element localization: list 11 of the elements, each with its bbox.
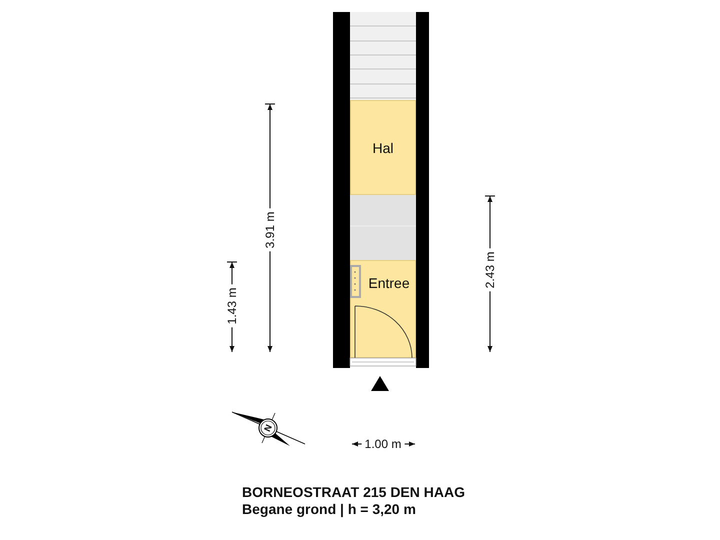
- caption: Begane grond | h = 3,20 m: [242, 501, 417, 518]
- title: BORNEOSTRAAT 215 DEN HAAG: [242, 484, 465, 501]
- room-name: Hal: [372, 140, 394, 156]
- dimension-label: 2.43 m: [483, 248, 497, 292]
- room-name: Entree: [368, 275, 410, 291]
- dimension-label: 1.00 m: [362, 437, 404, 451]
- dimension-label: 3.91 m: [263, 208, 277, 252]
- room: [350, 260, 416, 358]
- compass-letter: N: [262, 422, 274, 434]
- dimension-label: 1.43 m: [225, 284, 239, 328]
- room: [350, 100, 416, 195]
